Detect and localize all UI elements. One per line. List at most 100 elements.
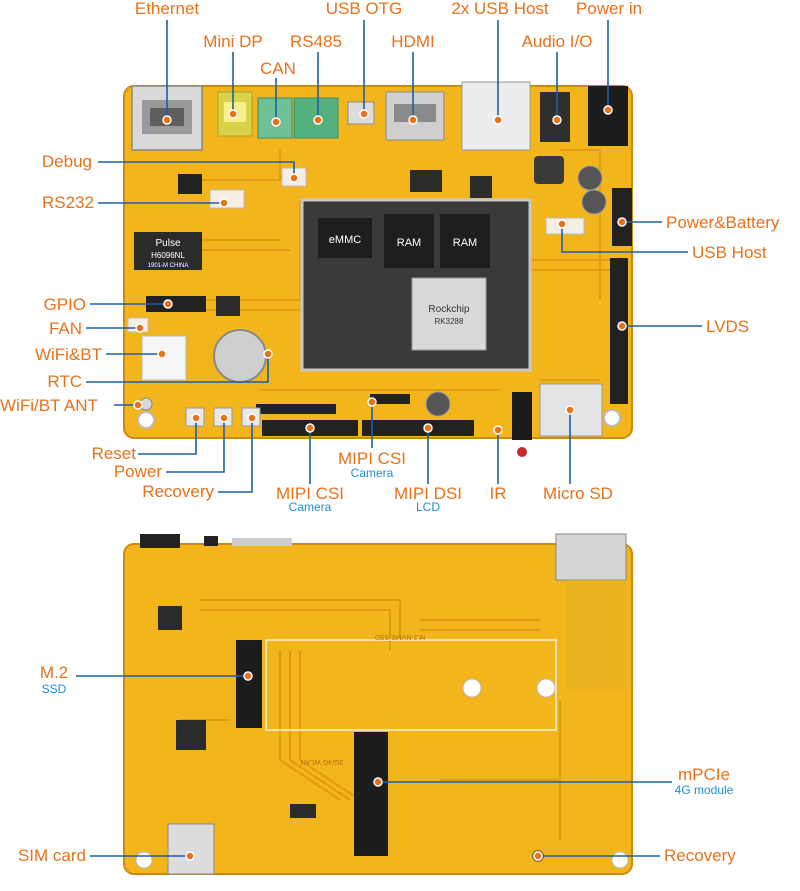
ic [290, 804, 316, 818]
pulse-part-text: H6096NL [151, 251, 185, 260]
label-rs485: RS485 [290, 32, 342, 51]
callout-reset [138, 418, 197, 455]
rtc-battery [213, 329, 267, 383]
mipi-dsi-header [362, 420, 474, 436]
ram2-text: RAM [453, 237, 477, 249]
dot-reset [191, 413, 201, 423]
soc-model-text: RK3288 [435, 317, 464, 326]
gpio-header [146, 296, 206, 312]
label-usb-otg: USB OTG [325, 0, 403, 18]
dot-sim-card [185, 851, 195, 861]
dot-gpio [163, 299, 173, 309]
dot-usb-otg [359, 109, 369, 119]
mount-hole [611, 851, 629, 869]
label-mpcie: mPCIe [678, 765, 730, 784]
mpcie-slot [354, 732, 388, 856]
label-power: Power [113, 462, 162, 481]
dot-2x-usb-host [493, 115, 503, 125]
label-m2: M.2 [39, 663, 69, 682]
label-recovery-top: Recovery [142, 482, 214, 501]
dot-mipi-csi-left [305, 423, 315, 433]
label-ethernet: Ethernet [134, 0, 200, 18]
m2-slot [236, 640, 262, 728]
dot-usb-host [557, 219, 567, 229]
bottom-board: M.2 NVME SSD 3G/4G WLAN [123, 533, 633, 875]
label-hdmi: HDMI [391, 32, 435, 51]
label-mipi-csi-center: MIPI CSI [337, 449, 407, 468]
callout-lines [76, 20, 702, 857]
label-power-in: Power in [575, 0, 643, 18]
standoff-hole [536, 678, 556, 698]
bottom-board-pcb [123, 543, 633, 875]
inductor [534, 156, 564, 184]
label-mini-dp: Mini DP [203, 32, 263, 51]
dot-recovery-bottom [533, 851, 543, 861]
dot-rs485 [313, 115, 323, 125]
m2-slot-silkscreen: M.2 NVME SSD [375, 633, 425, 640]
ic [158, 606, 182, 630]
mount-hole [135, 851, 153, 869]
dot-power-in [603, 105, 613, 115]
label-can: CAN [260, 59, 296, 78]
lvds-header [610, 258, 628, 404]
pulse-line-text: 1901-M CHINA [148, 263, 189, 269]
label-recovery-bottom: Recovery [664, 846, 736, 865]
sublabel-m2: SSD [41, 682, 67, 696]
ram-chip-1 [384, 214, 434, 268]
label-rtc: RTC [47, 372, 82, 391]
dot-rtc [263, 349, 273, 359]
mpcie-slot-silkscreen: 3G/4G WLAN [301, 758, 344, 765]
edge-connector [204, 536, 218, 546]
label-audio-io: Audio I/O [521, 32, 593, 51]
sublabel-mipi-dsi: LCD [415, 500, 441, 514]
soc-chip [411, 277, 487, 351]
dot-rs232 [219, 198, 229, 208]
label-wifi-bt-ant: WiFi/BT ANT [0, 396, 98, 415]
standoff-hole [462, 678, 482, 698]
pulse-transformer: Pulse H6096NL 1901-M CHINA [134, 232, 202, 270]
ic [176, 720, 206, 750]
edge-connector [232, 538, 292, 546]
sublabel-mpcie: 4G module [674, 783, 734, 797]
dot-lvds [617, 321, 627, 331]
dot-debug [289, 173, 299, 183]
label-rs232: RS232 [42, 193, 94, 212]
label-sim-card: SIM card [17, 846, 86, 865]
dot-m2 [243, 671, 253, 681]
label-wifi-bt: WiFi&BT [34, 345, 102, 364]
dot-mipi-csi-center [367, 397, 377, 407]
dot-fan [135, 323, 145, 333]
label-mipi-csi-left: MIPI CSI [275, 484, 345, 503]
ir-led [517, 447, 527, 457]
debug-header [178, 174, 202, 194]
label-ir: IR [489, 484, 507, 503]
ic [410, 170, 442, 192]
ic [216, 296, 240, 316]
mipi-csi-top-fpc [370, 394, 410, 404]
dot-power [219, 413, 229, 423]
label-fan: FAN [48, 319, 82, 338]
dot-ethernet [162, 115, 172, 125]
emmc-chip [318, 218, 372, 258]
sublabel-mipi-csi-center: Camera [350, 466, 394, 480]
callout-debug [98, 161, 295, 178]
ram1-text: RAM [397, 237, 421, 249]
dot-wifi-bt [157, 349, 167, 359]
dot-mipi-dsi [423, 423, 433, 433]
label-micro-sd: Micro SD [543, 484, 613, 503]
capacitor [581, 189, 607, 215]
dot-can [271, 117, 281, 127]
hdmi-port [385, 91, 445, 141]
ethernet-bottom [555, 533, 627, 581]
pulse-brand-text: Pulse [155, 238, 180, 249]
label-power-battery: Power&Battery [666, 213, 780, 232]
antenna-area [566, 580, 626, 690]
label-mipi-dsi: MIPI DSI [393, 484, 463, 503]
dot-mini-dp [228, 109, 238, 119]
dot-ir [493, 425, 503, 435]
ic [470, 176, 492, 198]
label-gpio: GPIO [43, 295, 86, 314]
callout-rtc [86, 354, 269, 383]
label-debug: Debug [41, 152, 92, 171]
sublabel-mipi-csi-left: Camera [288, 500, 332, 514]
